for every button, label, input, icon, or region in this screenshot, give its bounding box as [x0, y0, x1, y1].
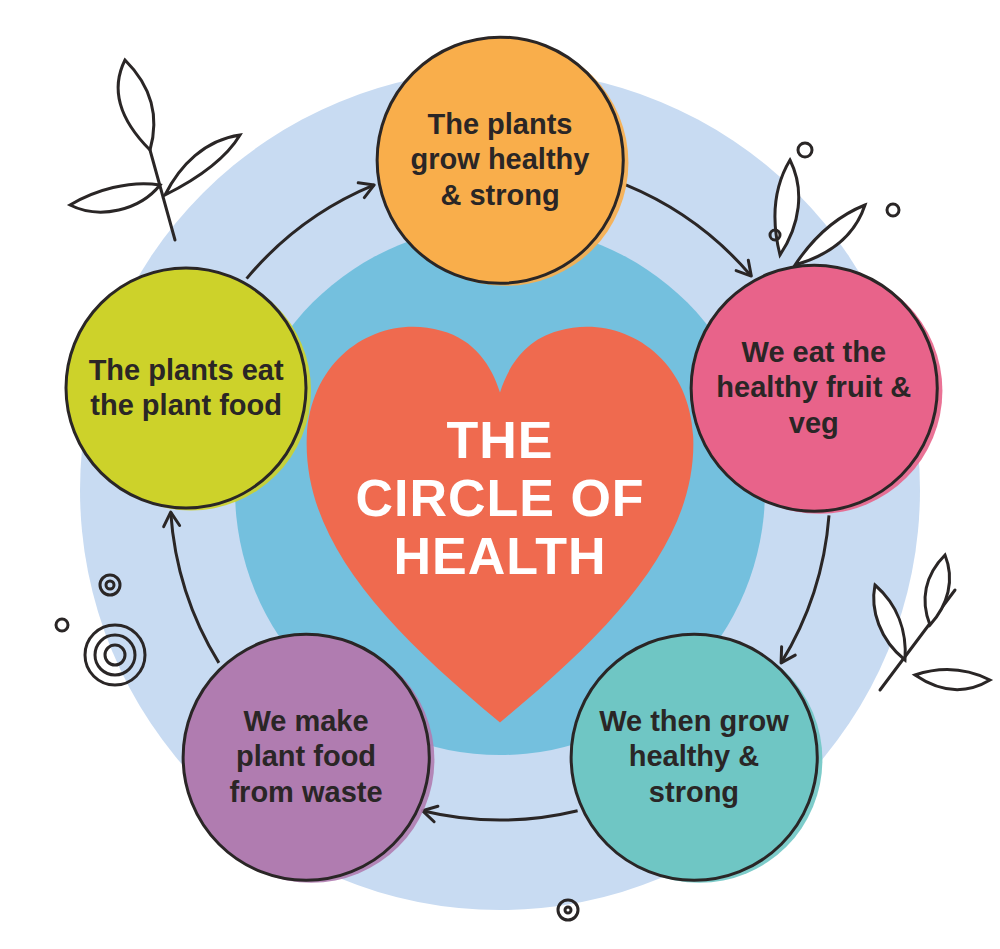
heart-title: THE CIRCLE OF HEALTH	[340, 411, 660, 586]
step-circle: The plants eat the plant food	[61, 263, 311, 513]
step-circle: The plants grow healthy & strong	[372, 32, 628, 288]
heart-shape: THE CIRCLE OF HEALTH	[290, 300, 710, 740]
step-text: We eat the healthy fruit & veg	[714, 335, 914, 441]
cycle-arrow	[171, 512, 219, 663]
step-circle: We eat the healthy fruit & veg	[686, 260, 942, 516]
step-text: We make plant food from waste	[206, 704, 406, 810]
step-text: The plants grow healthy & strong	[400, 107, 600, 213]
leaf-sprigs	[56, 60, 990, 920]
step-text: We then grow healthy & strong	[594, 704, 794, 810]
step-circle: We then grow healthy & strong	[566, 629, 822, 885]
cycle-arrow	[247, 185, 375, 279]
cycle-arrow	[781, 515, 829, 663]
circle-outline	[61, 263, 311, 513]
cycle-arrow	[626, 185, 752, 276]
cycle-arrow	[422, 811, 577, 820]
step-text: The plants eat the plant food	[86, 353, 286, 424]
step-circle: We make plant food from waste	[178, 629, 434, 885]
